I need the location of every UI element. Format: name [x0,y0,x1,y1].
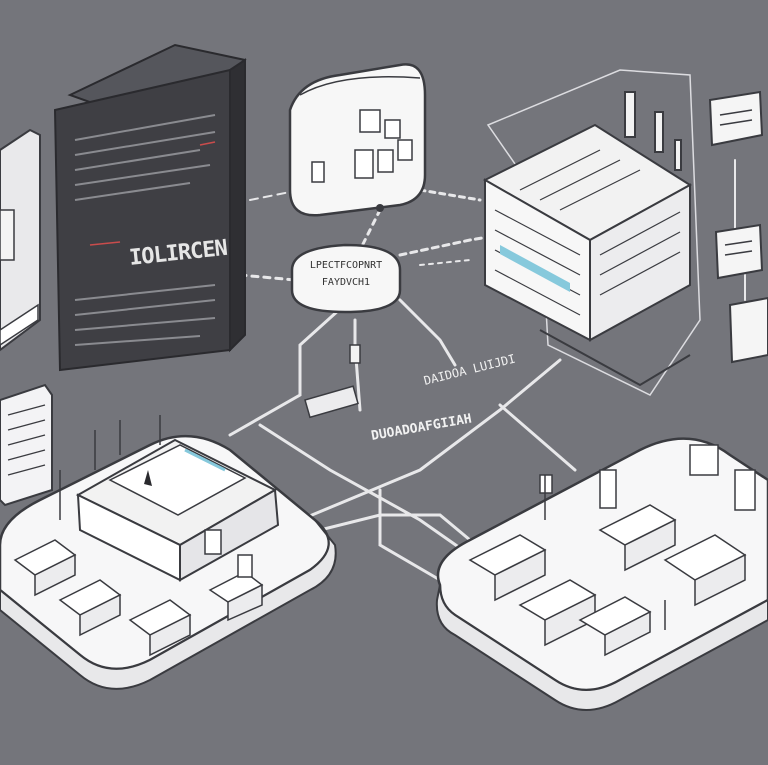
link-mid-right [500,405,575,470]
sign-mid [716,225,762,278]
building-base [540,330,690,385]
data-cabinet-icon [0,385,52,505]
terminal-cable-end [376,204,384,212]
floating-labels: DAIDOA LUIJDI DUOADOAFGIIAH [305,352,517,444]
sign-board-icon [710,92,768,362]
terminal-box-icon [290,64,425,215]
link-wire-2 [420,260,470,265]
server-tower-icon: IOLIRCEN [55,45,245,370]
left-panel-sign [0,210,14,260]
server-side [230,60,245,350]
link-hub-right [400,300,455,365]
sign-top [710,92,762,145]
hub-plug [350,345,360,363]
hub-label-line1: LPECTFCOPNRT [310,260,382,271]
mid-plate [305,386,358,417]
upper-label: DAIDOA LUIJDI [422,352,517,388]
sign-low [730,298,768,362]
hub-label-line2: FAYDVCH1 [322,277,370,288]
mid-label: DUOADOAFGIIAH [370,411,473,443]
link-hub-left [230,300,350,435]
link-server-hub [240,275,295,280]
office-floor-right [437,439,768,710]
network-hub-icon: LPECTFCOPNRT FAYDVCH1 [292,245,400,363]
left-edge-panel [0,130,40,350]
link-terminal-hub [360,210,380,250]
cabinet-front [0,385,52,505]
factory-building-icon [485,70,700,395]
link-terminal-building [420,190,480,200]
